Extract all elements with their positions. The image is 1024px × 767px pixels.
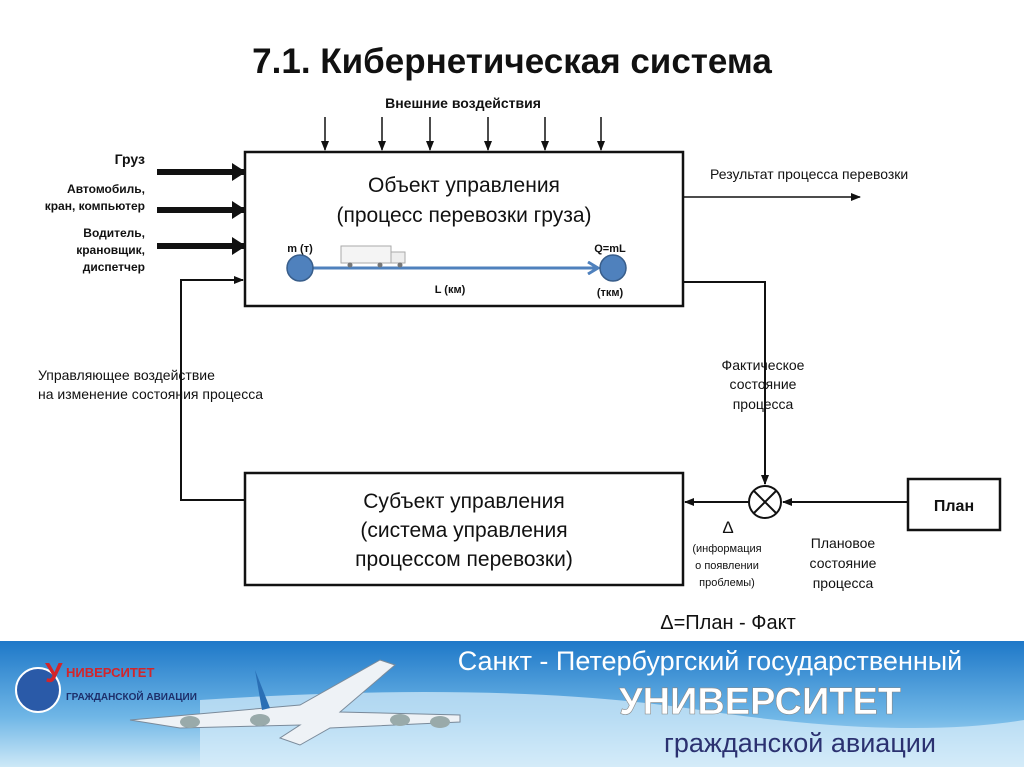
svg-text:НИВЕРСИТЕТ: НИВЕРСИТЕТ	[66, 665, 154, 680]
q-label: Q=mL	[594, 243, 626, 255]
university-banner: У НИВЕРСИТЕТ ГРАЖДАНСКОЙ АВИАЦИИ Санкт -…	[0, 641, 1024, 767]
fact-label-1: Фактическое	[722, 357, 805, 373]
svg-text:ГРАЖДАНСКОЙ АВИАЦИИ: ГРАЖДАНСКОЙ АВИАЦИИ	[66, 690, 197, 703]
distance-label: L (км)	[435, 284, 466, 296]
end-node	[599, 254, 627, 282]
subject-line-1: Субъект управления	[363, 490, 564, 513]
delta-symbol: Δ	[722, 518, 733, 537]
fact-label-2: состояние	[730, 376, 797, 392]
input-equipment-1: Автомобиль,	[67, 182, 145, 196]
airplane-image	[129, 659, 461, 746]
planned-label-1: Плановое	[811, 535, 876, 551]
delta-info-3: проблемы)	[699, 577, 755, 589]
input-staff-3: диспетчер	[83, 260, 145, 274]
fact-line	[683, 281, 769, 485]
subject-line-3: процессом перевозки)	[355, 548, 573, 571]
plan-box	[906, 477, 1002, 532]
banner-line-2: УНИВЕРСИТЕТ	[619, 681, 901, 723]
banner-line-1: Санкт - Петербургский государственный	[458, 646, 963, 676]
planned-label-3: процесса	[813, 575, 874, 591]
input-staff-2: крановщик,	[76, 243, 145, 257]
truck-icon	[340, 245, 406, 268]
plan-label: План	[934, 498, 974, 515]
comparator-cross-icon	[753, 490, 777, 514]
control-subject-box	[243, 471, 685, 587]
planned-label-2: состояние	[810, 555, 877, 571]
input-equipment-2: кран, компьютер	[45, 199, 145, 213]
delta-formula: Δ=План - Факт	[660, 612, 796, 634]
external-influences-label: Внешние воздействия	[385, 95, 541, 111]
tkm-label: (ткм)	[597, 287, 624, 299]
object-title: Объект управления	[368, 174, 560, 197]
result-label: Результат процесса перевозки	[710, 166, 908, 182]
university-logo: У НИВЕРСИТЕТ ГРАЖДАНСКОЙ АВИАЦИИ	[15, 657, 197, 713]
input-staff-1: Водитель,	[83, 226, 145, 240]
control-label-1: Управляющее воздействие	[38, 367, 215, 383]
svg-text:У: У	[45, 657, 63, 688]
object-subtitle: (процесс перевозки груза)	[336, 204, 591, 227]
external-arrows	[321, 117, 605, 151]
input-arrows	[157, 163, 246, 255]
page-title: 7.1. Кибернетическая система	[252, 42, 772, 81]
input-cargo: Груз	[115, 151, 145, 167]
start-node	[286, 254, 314, 282]
control-label-2: на изменение состояния процесса	[38, 386, 263, 402]
control-feedback-line	[180, 276, 245, 501]
delta-info-2: о появлении	[695, 560, 759, 572]
subject-line-2: (система управления	[360, 519, 567, 542]
fact-label-3: процесса	[733, 396, 794, 412]
delta-info-1: (информация	[692, 543, 761, 555]
banner-line-3: гражданской авиации	[664, 728, 936, 758]
mass-label: m (т)	[287, 243, 313, 255]
